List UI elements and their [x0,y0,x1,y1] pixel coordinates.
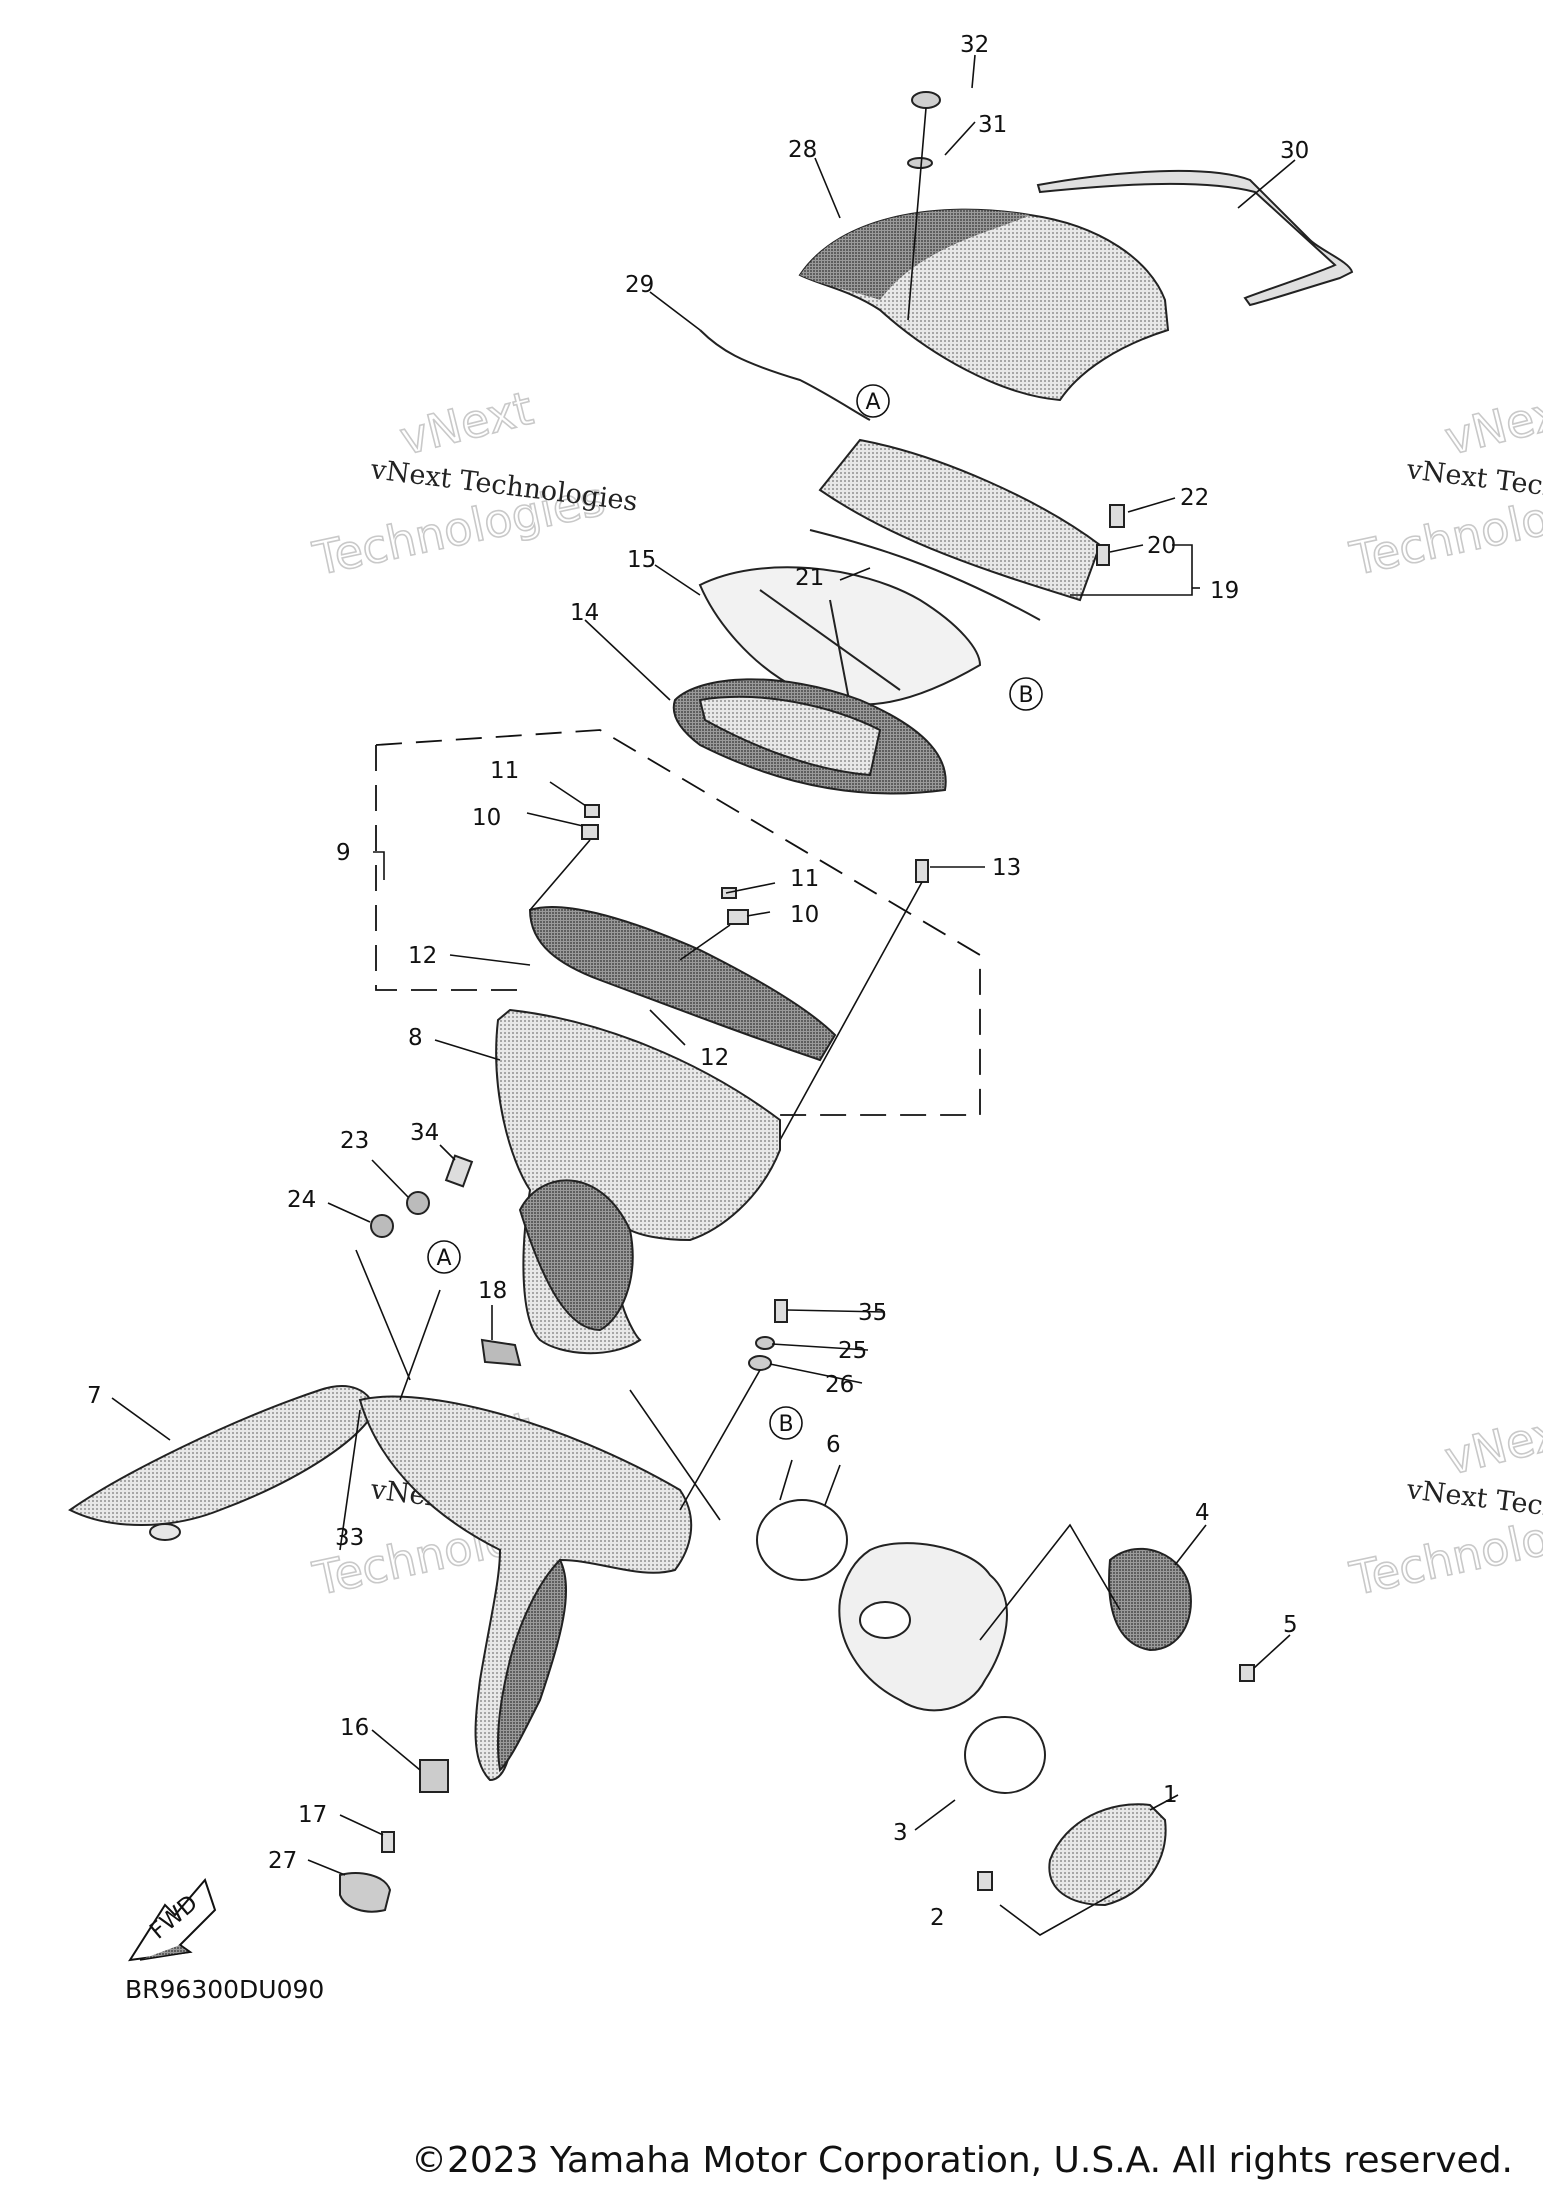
svg-text:B: B [1018,683,1033,708]
part-23-grommet [406,1191,430,1215]
svg-text:B: B [778,1412,793,1437]
part-31-washer [907,157,933,169]
label-10-b: 10 [790,902,819,928]
label-31: 31 [978,112,1007,138]
part-34-bolt [444,1154,474,1188]
label-17: 17 [298,1802,327,1828]
label-8: 8 [408,1025,423,1051]
svg-text:A: A [865,390,880,415]
part-15-frame [698,566,982,706]
part-4-motor [1108,1547,1192,1652]
wm-upper-a: vNext [395,381,538,466]
part-17-bolt [381,1831,395,1853]
ref-markers: A A B B [427,384,1043,1440]
label-13: 13 [992,855,1021,881]
label-11-b: 11 [790,866,819,892]
part-9-group-outline [375,729,981,1116]
label-20: 20 [1147,533,1176,559]
svg-text:A: A [436,1246,451,1271]
label-19: 19 [1210,578,1239,604]
label-35: 35 [858,1300,887,1326]
label-2: 2 [930,1905,945,1931]
part-labels: 1 2 3 4 5 6 7 8 9 10 10 11 11 12 12 13 1… [87,32,1309,1931]
fwd-arrow-icon: FWD [128,1878,217,1962]
part-2-bolt [977,1871,993,1891]
ref-marker-b-top [1009,677,1043,711]
part-5-bolt [1239,1664,1255,1682]
label-10-a: 10 [472,805,501,831]
label-6: 6 [826,1432,841,1458]
part-3-clamp [964,1716,1046,1794]
label-18: 18 [478,1278,507,1304]
label-21: 21 [795,565,824,591]
label-11-a: 11 [490,758,519,784]
ref-marker-a-bottom [427,1240,461,1274]
part-29-wire [699,329,871,421]
label-5: 5 [1283,1612,1298,1638]
part-throttle-body [838,1542,1008,1712]
label-15: 15 [627,547,656,573]
part-18-bracket [480,1338,522,1367]
part-32-cap [911,91,941,109]
label-32: 32 [960,32,989,58]
part-8-airbox [495,1008,781,1355]
part-12-grid [528,905,837,1062]
part-28-dark [800,209,1030,300]
label-7: 7 [87,1383,102,1409]
part-24-collar [370,1214,394,1238]
label-24: 24 [287,1187,316,1213]
label-23: 23 [340,1128,369,1154]
label-3: 3 [893,1820,908,1846]
label-33: 33 [335,1525,364,1551]
label-30: 30 [1280,138,1309,164]
part-13-bolt [915,859,929,883]
label-29: 29 [625,272,654,298]
label-1: 1 [1163,1782,1178,1808]
part-6-clamp [756,1499,848,1581]
part-16-damper [419,1759,449,1793]
part-30-strip [1036,169,1354,307]
wm-lower-right-a: vNext [1440,1401,1543,1486]
ref-marker-a-top [856,384,890,418]
copyright-notice: ©2023 Yamaha Motor Corporation, U.S.A. A… [411,2140,1513,2181]
part-20-clip [1096,544,1110,566]
part-27-clamp [339,1872,392,1913]
diagram-code: BR96300DU090 [125,1975,324,2004]
label-22: 22 [1180,485,1209,511]
label-12-b: 12 [700,1045,729,1071]
label-27: 27 [268,1848,297,1874]
part-7-duct [68,1385,377,1526]
label-9: 9 [336,840,351,866]
label-34: 34 [410,1120,439,1146]
label-12-a: 12 [408,943,437,969]
part-22-bolt [1109,504,1125,528]
label-14: 14 [570,600,599,626]
part-1-joint [1048,1803,1167,1907]
label-16: 16 [340,1715,369,1741]
wm-right-a: vNext [1440,381,1543,466]
leader-lines [111,54,1296,1936]
label-26: 26 [825,1372,854,1398]
parts: FWD [68,91,1354,1962]
ref-marker-b-bottom [769,1406,803,1440]
label-4: 4 [1195,1500,1210,1526]
label-28: 28 [788,137,817,163]
label-25: 25 [838,1338,867,1364]
